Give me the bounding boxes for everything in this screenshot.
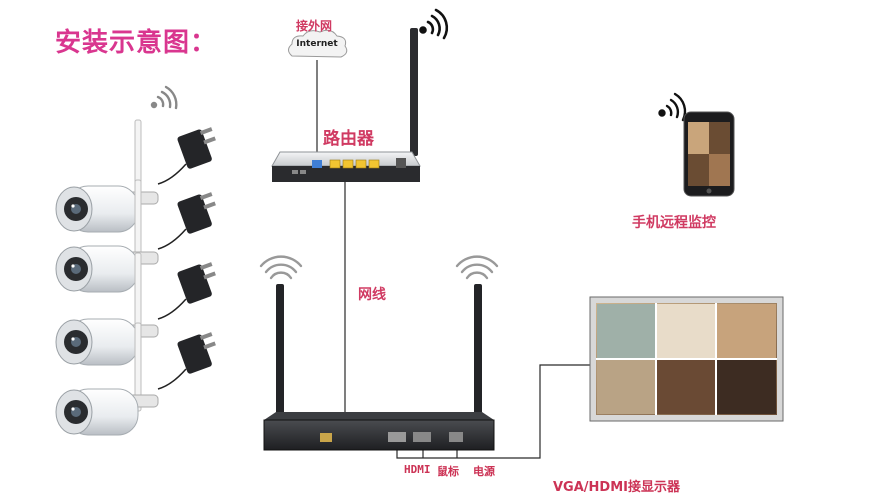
network-cable-label: 网线 <box>358 287 386 303</box>
power-port-label: 电源 <box>473 465 495 478</box>
nvr-recorder <box>263 284 495 451</box>
power-adapter-4 <box>157 332 216 390</box>
router-label: 路由器 <box>323 129 374 149</box>
power-adapter-1 <box>157 127 216 185</box>
phone-wifi-icon <box>658 92 687 122</box>
page-title: 安装示意图： <box>55 28 218 58</box>
router-wan-port <box>312 160 322 168</box>
camera-1 <box>55 119 159 233</box>
internet-label: 接外网 <box>296 19 333 33</box>
nvr-usb-port <box>413 432 431 442</box>
router-antenna <box>410 28 418 156</box>
router-wifi-icon <box>419 8 449 40</box>
router <box>271 28 421 182</box>
internet-cloud-text: Internet <box>296 39 338 49</box>
nvr-wifi-icon-right <box>455 255 499 280</box>
camera-3 <box>55 252 159 366</box>
nvr-wifi-icon-left <box>259 255 303 280</box>
power-adapter-3 <box>157 262 216 320</box>
camera-wifi-icon <box>150 85 178 110</box>
mouse-port-label: 鼠标 <box>437 465 459 478</box>
nvr-hdmi-port <box>388 432 406 442</box>
monitor <box>589 296 784 422</box>
camera-4 <box>55 322 159 436</box>
hdmi-port-label: HDMI <box>404 463 431 476</box>
nvr-antenna-left <box>276 284 284 416</box>
cables <box>316 60 592 459</box>
router-lan-ports <box>329 159 380 169</box>
internet-cloud <box>288 29 348 58</box>
camera-2 <box>55 179 159 293</box>
phone <box>658 92 735 197</box>
nvr-antenna-right <box>474 284 482 416</box>
nvr-power-port <box>449 432 463 442</box>
nvr-lan-port <box>320 433 332 442</box>
power-adapter-2 <box>157 192 216 250</box>
hdmi-cable <box>396 364 592 459</box>
monitor-label: VGA/HDMI接显示器 <box>553 480 680 495</box>
phone-label: 手机远程监控 <box>632 215 716 231</box>
